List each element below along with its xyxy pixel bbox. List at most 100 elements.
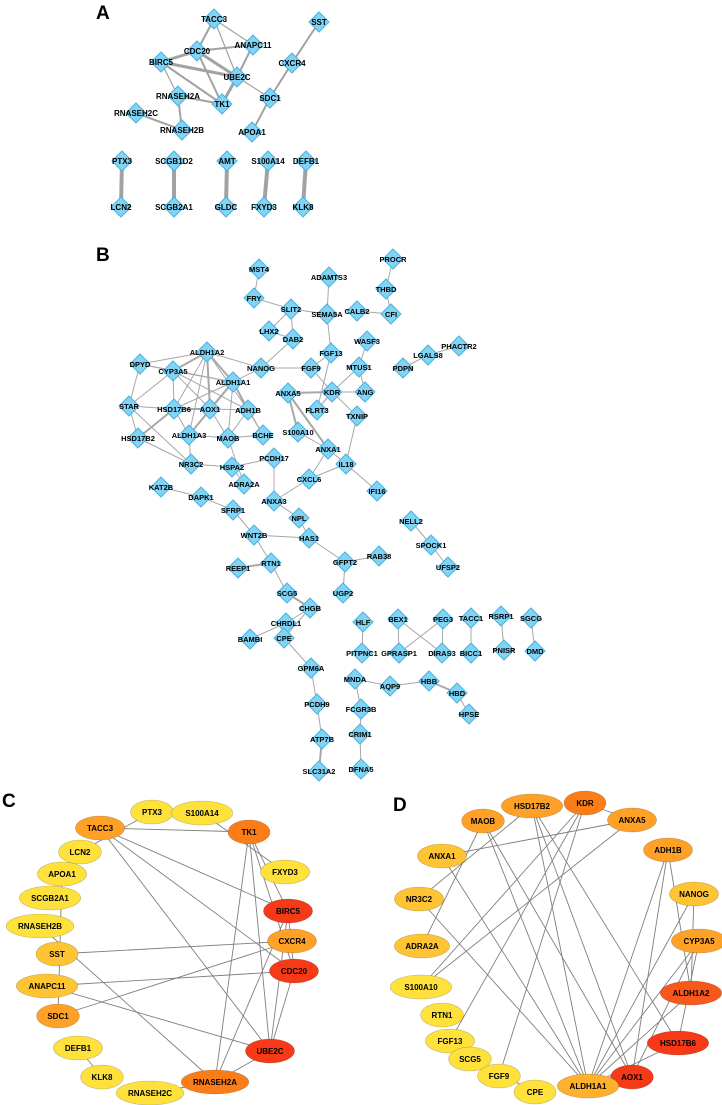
node-label: MAOB	[217, 434, 240, 443]
edge-BEX1-DIRAS3	[397, 618, 443, 654]
node-GLDC: GLDC	[215, 196, 238, 218]
diamond-node-shape	[163, 196, 185, 218]
node-label: ADRA2A	[228, 480, 260, 489]
edge-AOX1-MAOB	[482, 820, 633, 1078]
diamond-node-shape	[292, 196, 314, 218]
node-label: STAR	[119, 402, 139, 411]
node-SST: SST	[308, 11, 330, 33]
diamond-node-shape	[321, 381, 343, 403]
diamond-node-shape	[163, 398, 185, 420]
node-IFI16: IFI16	[366, 480, 388, 502]
diamond-node-shape	[346, 300, 368, 322]
node-CPE: CPE	[273, 627, 295, 649]
node-MAOB: MAOB	[461, 808, 505, 834]
node-label: RNASEH2B	[160, 126, 204, 135]
node-label: RNASEH2C	[128, 1089, 172, 1098]
edge-TACC3-BIRC5	[99, 827, 289, 912]
node-label: TK1	[214, 100, 230, 109]
node-label: TACC3	[201, 15, 228, 24]
node-S100A14: S100A14	[251, 150, 285, 172]
node-APOA1: APOA1	[37, 861, 87, 887]
diamond-node-shape	[350, 758, 372, 780]
diamond-node-shape	[392, 357, 414, 379]
diamond-node-shape	[432, 608, 454, 630]
ellipse-node-shape	[610, 1064, 654, 1090]
node-label: SDC1	[47, 1012, 69, 1021]
node-label: PITPNC1	[346, 649, 378, 658]
diamond-node-shape	[242, 34, 264, 56]
diamond-node-shape	[233, 473, 255, 495]
node-CALB2: CALB2	[344, 300, 370, 322]
node-label: TXNIP	[346, 412, 368, 421]
edge-SST-CXCR4	[56, 940, 293, 955]
node-SLIT2: SLIT2	[280, 298, 302, 320]
node-ANXA1: ANXA1	[417, 843, 467, 869]
diamond-node-shape	[379, 675, 401, 697]
diamond-node-shape	[252, 424, 274, 446]
node-label: APOA1	[238, 128, 266, 137]
node-label: DFNA5	[348, 765, 373, 774]
diamond-node-shape	[308, 760, 330, 782]
diamond-node-shape	[216, 150, 238, 172]
ellipse-node-shape	[36, 1003, 80, 1029]
node-BCHE: BCHE	[252, 424, 274, 446]
edge-ALDH1A1-HSD17B6	[173, 381, 234, 410]
diamond-node-shape	[273, 627, 295, 649]
node-HSD17B6: HSD17B6	[157, 398, 191, 420]
node-label: MTUS1	[346, 363, 371, 372]
node-FLRT3: FLRT3	[305, 399, 329, 421]
ellipse-node-shape	[171, 800, 234, 826]
diamond-node-shape	[259, 87, 281, 109]
node-RSRP1: RSRP1	[488, 605, 514, 627]
edge-ALDH1A1-CYP3A5	[587, 940, 700, 1087]
node-label: ALDH1A1	[570, 1082, 607, 1091]
diamond-node-shape	[417, 344, 439, 366]
edge-TACC3-UBE2C	[99, 827, 271, 1052]
ellipse-node-shape	[425, 1028, 475, 1054]
node-label: FGF9	[301, 364, 320, 373]
node-HSD17B2: HSD17B2	[500, 793, 563, 819]
edge-KDR-S100A10	[420, 802, 586, 988]
diamond-node-shape	[431, 642, 453, 664]
diamond-node-shape	[368, 545, 390, 567]
node-label: PTX3	[112, 157, 133, 166]
node-FGF9: FGF9	[300, 357, 322, 379]
diamond-node-shape	[349, 723, 371, 745]
node-NR3C2: NR3C2	[394, 886, 444, 912]
node-SCG5: SCG5	[448, 1046, 492, 1072]
node-label: LCN2	[111, 203, 132, 212]
diamond-node-shape	[375, 278, 397, 300]
node-NANOG: NANOG	[669, 881, 719, 907]
node-BEX1: BEX1	[387, 608, 409, 630]
node-label: SST	[49, 950, 65, 959]
node-GFPT2: GFPT2	[333, 551, 357, 573]
ellipse-node-shape	[115, 1080, 185, 1105]
node-PDPN: PDPN	[392, 357, 414, 379]
node-TK1: TK1	[227, 819, 271, 845]
ellipse-node-shape	[80, 1064, 124, 1090]
diamond-node-shape	[318, 266, 340, 288]
diamond-node-shape	[203, 8, 225, 30]
node-label: FLRT3	[305, 406, 328, 415]
node-ANXA1: ANXA1	[315, 438, 341, 460]
node-label: CPE	[527, 1088, 544, 1097]
node-PITPNC1: PITPNC1	[346, 642, 378, 664]
diamond-node-shape	[448, 335, 470, 357]
diamond-node-shape	[299, 597, 321, 619]
node-CXCL6: CXCL6	[297, 468, 321, 490]
node-SDC1: SDC1	[36, 1003, 80, 1029]
node-HSD17B2: HSD17B2	[121, 427, 155, 449]
node-label: SGCG	[520, 614, 542, 623]
node-CDC20: CDC20	[269, 958, 319, 984]
edge-NR3C2-HSD17B2	[137, 437, 192, 465]
diamond-node-shape	[298, 468, 320, 490]
node-label: DEFB1	[293, 157, 320, 166]
node-label: DEFB1	[65, 1044, 92, 1053]
diamond-node-shape	[300, 357, 322, 379]
node-label: HSD17B6	[660, 1039, 697, 1048]
node-label: CXCR4	[278, 59, 306, 68]
node-label: DPYD	[130, 360, 151, 369]
node-RTN1: RTN1	[420, 1002, 464, 1028]
